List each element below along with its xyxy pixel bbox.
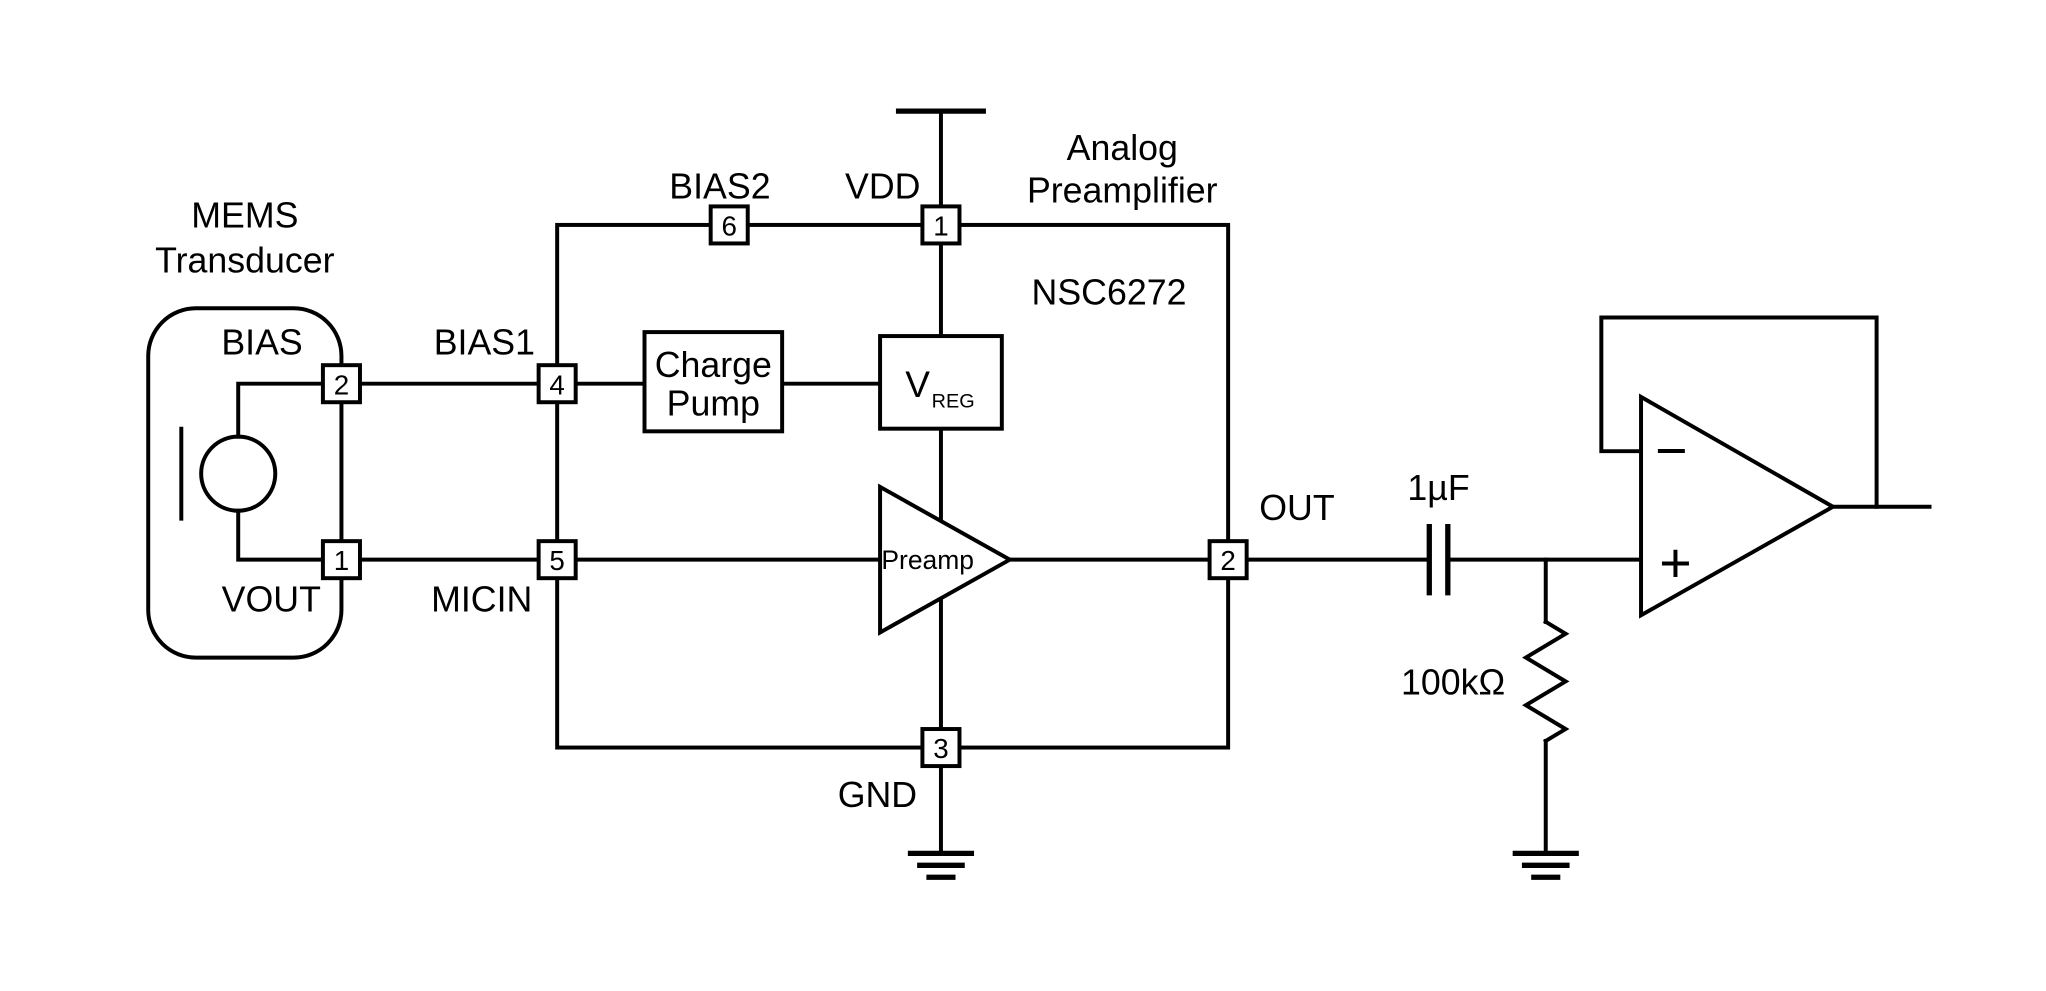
analog-title-line1: Analog: [1067, 128, 1178, 168]
ground-symbol-resistor: [1512, 850, 1579, 880]
pin-number-transducer-bias: 2: [334, 369, 349, 400]
charge-pump-block: Charge Pump: [642, 330, 785, 434]
pin-number-out: 2: [1220, 545, 1235, 576]
label-bias2: BIAS2: [669, 166, 770, 206]
ic-boundary: [555, 222, 1231, 750]
bias-resistor: [1522, 557, 1570, 856]
pin-micin: 5: [536, 539, 578, 581]
preamp-label: Preamp: [881, 545, 974, 575]
pin-vdd: 1: [920, 204, 962, 246]
preamp-amplifier: Preamp: [878, 483, 1014, 636]
charge-pump-label-line1: Charge: [655, 345, 772, 385]
opamp-inverting-sign: −: [1655, 420, 1687, 482]
ground-symbol-gnd-pin: [907, 764, 975, 880]
pin-number-vdd: 1: [933, 211, 948, 242]
pin-out: 2: [1207, 539, 1249, 581]
pin-bias1: 4: [536, 363, 578, 405]
mems-title-line2: Transducer: [155, 241, 334, 281]
coupling-capacitor: [1426, 523, 1451, 596]
vreg-block: V REG: [878, 334, 1004, 431]
part-number-label: NSC6272: [1032, 272, 1187, 312]
mems-transducer: [146, 306, 344, 660]
microphone-symbol: [179, 426, 278, 521]
capacitor-value-label: 1µF: [1407, 468, 1469, 508]
label-bias1: BIAS1: [434, 323, 535, 363]
label-out: OUT: [1259, 488, 1334, 528]
charge-pump-label-line2: Pump: [667, 383, 760, 423]
wire-mic-vout: [236, 508, 325, 562]
pin-number-gnd: 3: [933, 733, 948, 764]
opamp-noninverting-sign: +: [1659, 532, 1691, 594]
label-gnd: GND: [838, 775, 917, 815]
label-vdd: VDD: [845, 166, 920, 206]
pin-number-transducer-vout: 1: [334, 545, 349, 576]
vreg-label-sub: REG: [932, 391, 975, 413]
label-vout: VOUT: [222, 579, 321, 619]
resistor-value-label: 100kΩ: [1401, 663, 1505, 703]
pin-bias2: 6: [708, 204, 750, 246]
mems-title-line1: MEMS: [191, 196, 298, 236]
pin-transducer-bias: 2: [320, 363, 362, 405]
label-bias: BIAS: [221, 323, 302, 363]
opamp-feedback-wire: [1599, 315, 1879, 509]
vreg-label-main: V: [905, 363, 930, 405]
pin-transducer-vout: 1: [320, 539, 362, 581]
analog-title-line2: Preamplifier: [1027, 170, 1218, 210]
opamp-buffer: − +: [1599, 315, 1932, 619]
pin-number-bias1: 4: [549, 369, 564, 400]
pin-number-bias2: 6: [721, 211, 736, 242]
opamp-triangle: [1639, 393, 1837, 619]
wire-mic-bias: [236, 381, 325, 439]
label-micin: MICIN: [431, 579, 532, 619]
transducer-outline: [146, 306, 344, 660]
pin-gnd: 3: [920, 727, 962, 769]
pin-number-micin: 5: [549, 545, 564, 576]
